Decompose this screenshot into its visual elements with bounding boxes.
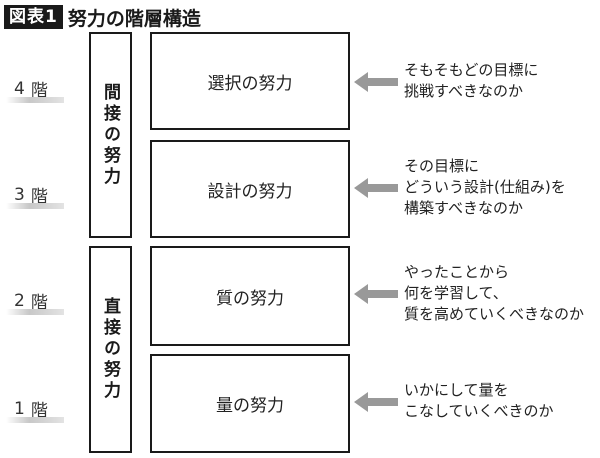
effort-label: 量の努力 — [216, 396, 284, 416]
arrow-left-icon — [354, 392, 398, 412]
floor-label-1: 1 階 — [14, 396, 48, 422]
floor-underline — [6, 203, 64, 209]
effort-box-selection: 選択の努力 — [150, 32, 350, 130]
description-floor-4: そもそもどの目標に 挑戦すべきなのか — [404, 60, 538, 102]
floor-unit: 階 — [30, 293, 48, 313]
arrow-left-icon — [354, 284, 398, 304]
floor-unit: 階 — [30, 81, 48, 101]
floor-underline — [6, 97, 64, 103]
description-line: いかにして量を — [404, 381, 509, 399]
figure-badge: 図表1 — [4, 5, 63, 29]
description-line: 質を高めていくべきなのか — [404, 305, 585, 323]
group-indirect-effort: 間接の努力 — [89, 32, 132, 238]
description-line: こなしていくべきのか — [404, 402, 554, 420]
arrow-left-icon — [354, 178, 398, 198]
effort-box-design: 設計の努力 — [150, 140, 350, 238]
effort-label: 設計の努力 — [207, 181, 293, 202]
figure-header: 図表1 努力の階層構造 — [4, 4, 201, 30]
group-label: 間接の努力 — [100, 82, 120, 188]
floor-unit: 階 — [30, 401, 48, 421]
effort-label: 選択の努力 — [207, 73, 293, 94]
description-line: どういう設計(仕組み)を — [404, 178, 566, 196]
description-floor-3: その目標に どういう設計(仕組み)を 構築すべきなのか — [404, 156, 566, 219]
floor-number: 2 — [14, 290, 25, 311]
description-line: そもそもどの目標に — [404, 61, 539, 79]
floor-underline — [6, 417, 64, 423]
description-floor-2: やったことから 何を学習して、 質を高めていくべきなのか — [404, 262, 584, 325]
floor-label-3: 3 階 — [14, 182, 48, 208]
floor-number: 1 — [14, 398, 25, 419]
description-floor-1: いかにして量を こなしていくべきのか — [404, 380, 554, 422]
floor-number: 4 — [14, 78, 25, 99]
description-line: 何を学習して、 — [404, 284, 508, 302]
floor-underline — [6, 309, 64, 315]
description-line: やったことから — [404, 263, 510, 281]
floor-label-4: 4 階 — [14, 76, 48, 102]
group-label: 直接の努力 — [100, 297, 120, 402]
description-line: その目標に — [404, 157, 480, 175]
arrow-left-icon — [354, 72, 398, 92]
description-line: 挑戦すべきなのか — [404, 82, 523, 100]
effort-box-quality: 質の努力 — [150, 246, 350, 346]
floor-number: 3 — [14, 184, 25, 205]
description-line: 構築すべきなのか — [404, 199, 523, 217]
effort-box-quantity: 量の努力 — [150, 354, 350, 453]
floor-unit: 階 — [30, 187, 48, 207]
floor-label-2: 2 階 — [14, 288, 48, 314]
figure-title: 努力の階層構造 — [67, 7, 201, 30]
effort-label: 質の努力 — [216, 288, 284, 309]
group-direct-effort: 直接の努力 — [89, 246, 132, 453]
